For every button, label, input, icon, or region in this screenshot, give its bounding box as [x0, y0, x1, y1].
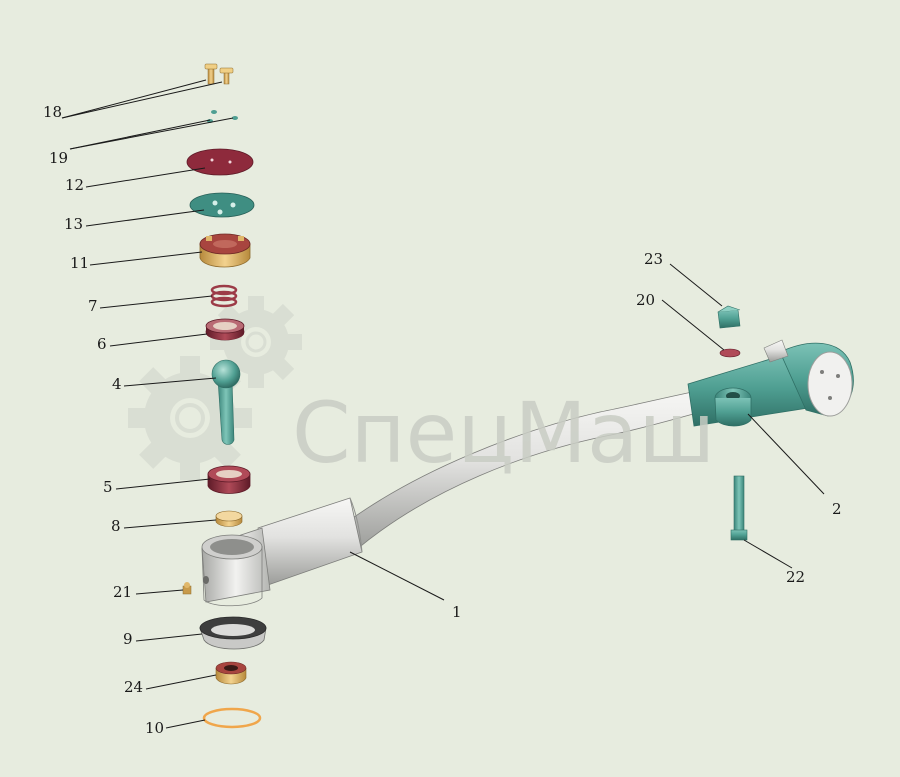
callout-9: 9 [123, 630, 133, 648]
threaded-plug [199, 233, 251, 268]
callout-24: 24 [124, 678, 143, 696]
callout-13: 13 [64, 215, 83, 233]
washers [207, 110, 238, 123]
cover-plate [186, 148, 254, 176]
bushing [215, 510, 243, 527]
washer [719, 348, 741, 358]
callout-18: 18 [43, 103, 62, 121]
callout-8: 8 [111, 517, 121, 535]
spring [210, 284, 238, 308]
callout-6: 6 [97, 335, 107, 353]
callout-5: 5 [103, 478, 113, 496]
clamp-bolt [730, 475, 748, 541]
callout-23: 23 [644, 250, 663, 268]
castle-nut [215, 661, 247, 685]
nut [717, 305, 741, 329]
ring [202, 707, 262, 729]
callout-22: 22 [786, 568, 805, 586]
ball-socket-lower [207, 465, 251, 494]
callout-11: 11 [70, 254, 89, 272]
callout-21: 21 [113, 583, 132, 601]
callout-20: 20 [636, 291, 655, 309]
callout-labels: 18 19 12 13 11 7 6 4 5 8 21 9 24 10 1 2 … [43, 103, 842, 737]
ball-socket-upper [205, 318, 245, 341]
leader-lines [61, 79, 825, 729]
watermark-gear-icon [128, 296, 302, 480]
callout-10: 10 [145, 719, 164, 737]
tie-rod [201, 387, 717, 607]
ball-pin [211, 359, 241, 445]
callout-2: 2 [832, 500, 842, 518]
callout-12: 12 [65, 176, 84, 194]
grease-fitting [182, 582, 192, 595]
callout-7: 7 [88, 297, 98, 315]
watermark-text: СпецМаш [292, 384, 715, 482]
callout-1: 1 [452, 603, 462, 621]
dust-boot [199, 616, 267, 650]
rod-end [687, 339, 854, 427]
screws [204, 63, 234, 85]
gasket [189, 192, 255, 218]
callout-4: 4 [112, 375, 122, 393]
callout-19: 19 [49, 149, 68, 167]
